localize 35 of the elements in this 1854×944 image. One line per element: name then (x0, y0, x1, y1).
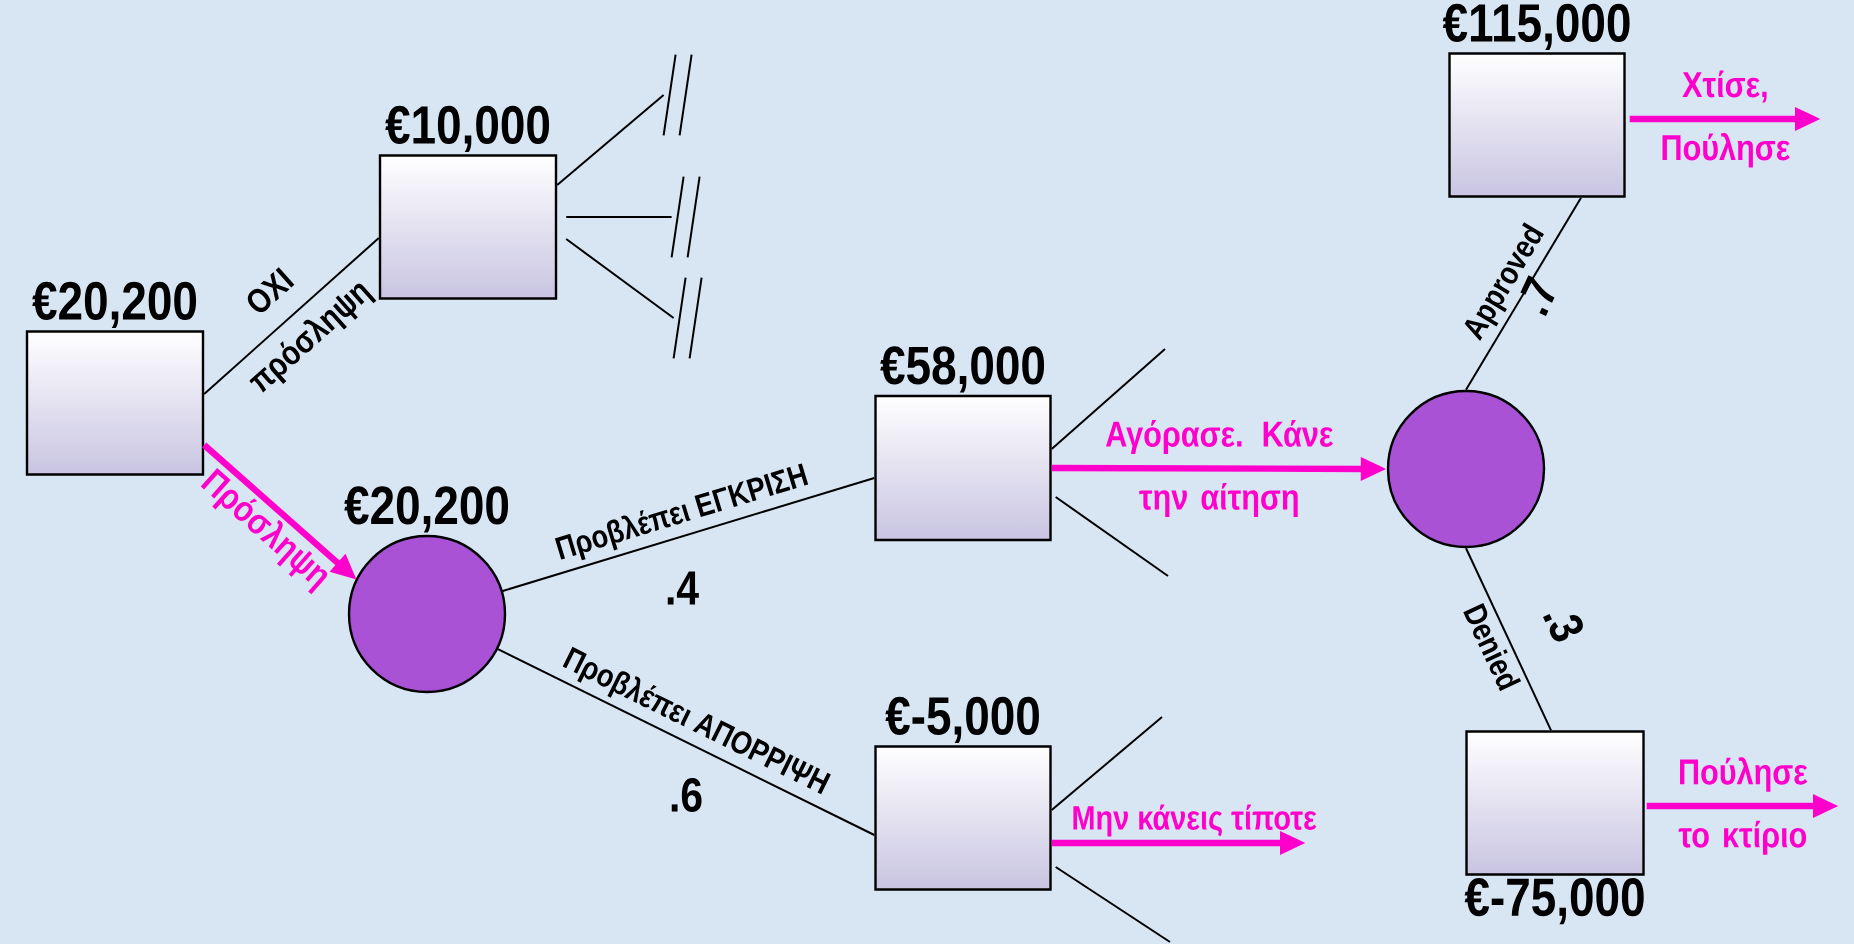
decision-box: €115,000 (1442, 3, 1630, 198)
connector-line (1050, 716, 1163, 811)
connector-line (501, 477, 876, 592)
decision-box: €-75,000 (1464, 730, 1645, 925)
connector-line (565, 216, 673, 218)
connector-line (565, 238, 675, 319)
probability-label: .3 (1543, 614, 1583, 642)
decision-box: €58,000 (874, 346, 1052, 542)
connector-line (1050, 348, 1166, 450)
decision-box: €10,000 (378, 105, 558, 300)
decision-box: €20,200 (25, 281, 205, 476)
connector-line (1054, 866, 1171, 943)
node-label: €20,200 (32, 281, 197, 328)
prune-mark (672, 276, 703, 360)
edge-label: Αγόρασε. Κάνε την αίτηση (1105, 420, 1333, 517)
node-label: €-5,000 (885, 696, 1039, 743)
node-label: €58,000 (880, 346, 1045, 393)
connector-line (1465, 547, 1552, 732)
connector-line (497, 648, 876, 836)
prune-mark (662, 53, 693, 137)
edge-label: Πούλησε το κτίριο (1678, 757, 1808, 855)
edge-label: Χτίσε, Πούλησε (1662, 70, 1790, 168)
connector-line (203, 237, 380, 395)
edge-label: Μην κάνεις τίποτε (1073, 804, 1317, 837)
node-label: €20,200 (344, 486, 509, 533)
prune-mark (670, 175, 701, 259)
decision-box: €-5,000 (874, 696, 1052, 891)
chance-circle (1386, 389, 1546, 549)
node-label: €115,000 (1442, 3, 1630, 50)
connector-line (556, 94, 665, 186)
connector-line (1054, 496, 1169, 577)
node-label: €-75,000 (1464, 878, 1644, 925)
connector-line (1465, 196, 1582, 391)
probability-label: .4 (667, 571, 699, 605)
node-label: €10,000 (385, 105, 550, 152)
